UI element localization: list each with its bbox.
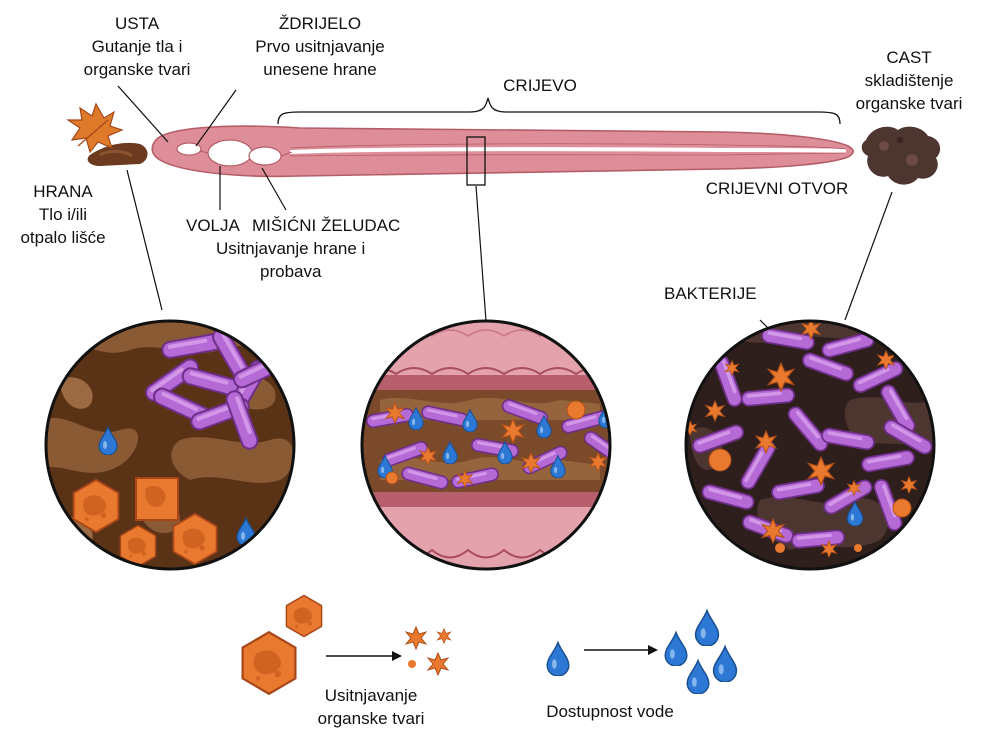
hrana-line2: otpalo lišće (20, 228, 106, 247)
label-misicni-zeludac: MIŠIĆNI ŽELUDAC (252, 214, 442, 237)
water-legend-graphic (546, 609, 738, 694)
zdrijelo-title: ŽDRIJELO (278, 14, 362, 33)
zeludac-line2: probava (260, 262, 322, 281)
organic-line2: organske tvari (317, 709, 425, 728)
gizzard-shape (248, 146, 282, 166)
hrana-line1: Tlo i/ili (38, 205, 88, 224)
label-zeludac-desc2: probava (260, 260, 321, 283)
volja-title: VOLJA (186, 216, 240, 235)
pointer-lines (117, 85, 893, 331)
label-cast: CAST skladištenje organske tvari (834, 46, 984, 115)
intestine-zoom-circle (362, 321, 610, 569)
label-hrana: HRANA Tlo i/ili otpalo lišće (4, 180, 122, 249)
mouth-shape (176, 142, 202, 156)
hrana-title: HRANA (33, 182, 93, 201)
organic-line1: Usitnjavanje (324, 686, 418, 705)
zdrijelo-line1: Prvo usitnjavanje (255, 37, 385, 56)
cast-line2: organske tvari (855, 94, 963, 113)
zdrijelo-line2: unesene hrane (263, 60, 377, 79)
organic-legend-graphic (241, 594, 451, 695)
legend-water-label: Dostupnost vode (520, 700, 700, 723)
cast-line1: skladištenje (864, 71, 954, 90)
crop-shape (207, 139, 253, 167)
zoom-box (466, 136, 486, 186)
label-zeludac-desc: Usitnjavanje hrane i (216, 237, 365, 260)
intestine-brace (277, 97, 841, 125)
cast-title: CAST (886, 48, 932, 67)
usta-line2: organske tvari (83, 60, 191, 79)
zeludac-title: MIŠIĆNI ŽELUDAC (252, 216, 401, 235)
cast-circle-border (684, 319, 936, 571)
label-zdrijelo: ŽDRIJELO Prvo usitnjavanje unesene hrane (240, 12, 400, 81)
crijevo-title: CRIJEVO (503, 76, 577, 95)
legend-organic-label: Usitnjavanje organske tvari (296, 684, 446, 730)
water-line1: Dostupnost vode (546, 702, 674, 721)
leaf-litter-icon (66, 102, 148, 166)
label-crijevo: CRIJEVO (490, 74, 590, 97)
label-volja: VOLJA (186, 214, 240, 237)
usta-line1: Gutanje tla i (91, 37, 183, 56)
zeludac-line1: Usitnjavanje hrane i (216, 239, 366, 258)
cast-icon (861, 126, 941, 185)
crijevni-otvor-title: CRIJEVNI OTVOR (705, 179, 849, 198)
intestine-circle-border (360, 319, 612, 571)
label-crijevni-otvor: CRIJEVNI OTVOR (702, 177, 852, 200)
soil-zoom-circle (46, 321, 294, 569)
cast-zoom-circle (686, 321, 934, 569)
usta-title: USTA (114, 14, 160, 33)
label-usta: USTA Gutanje tla i organske tvari (62, 12, 212, 81)
soil-circle-border (44, 319, 296, 571)
bakterije-title: BAKTERIJE (664, 284, 757, 303)
label-bakterije: BAKTERIJE (664, 282, 757, 305)
earthworm (151, 125, 855, 186)
